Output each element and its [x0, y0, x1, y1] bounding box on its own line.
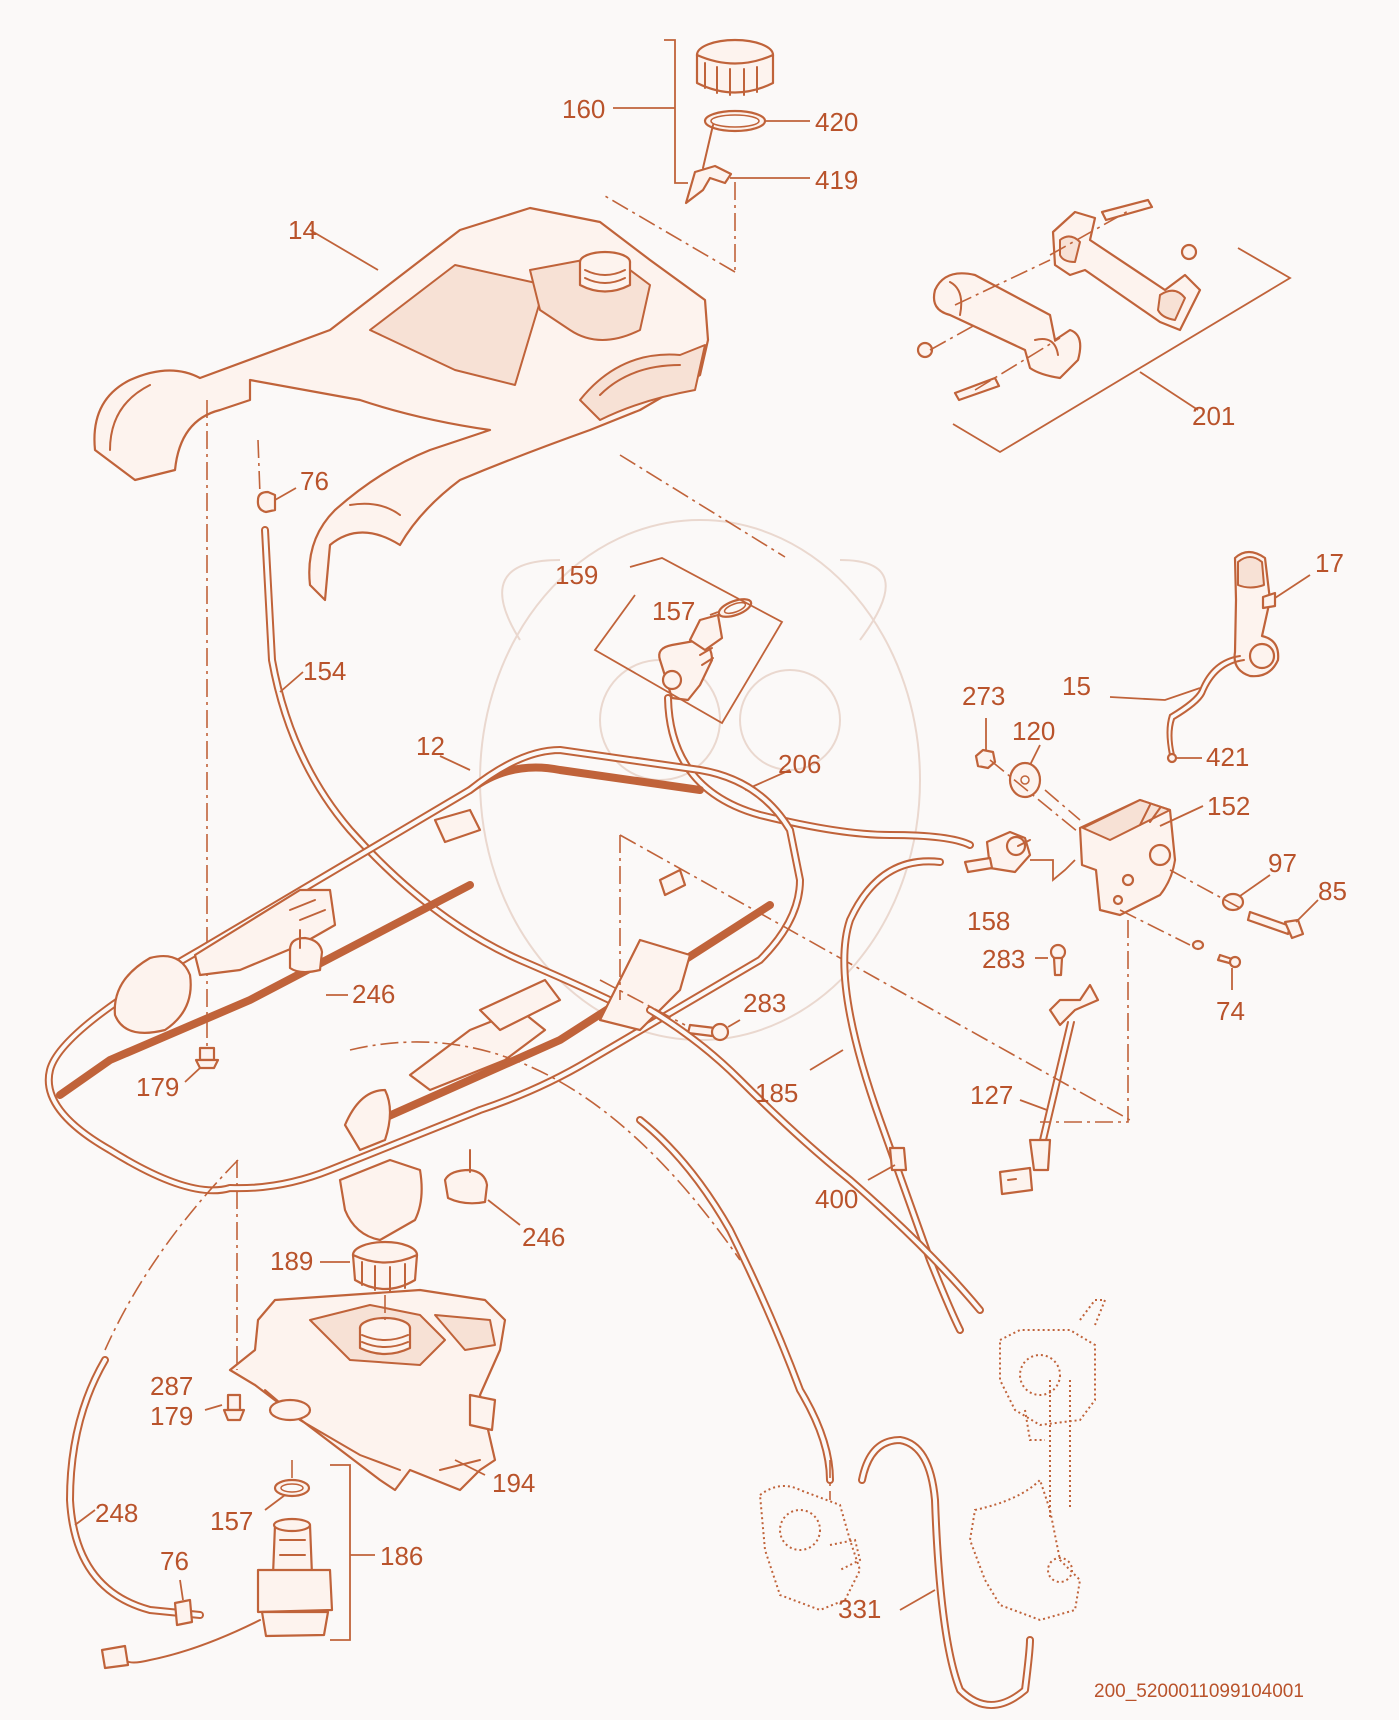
carburetor-reference — [999, 1299, 1107, 1441]
bolt-85 — [1246, 910, 1305, 940]
main-frame-12 — [44, 746, 804, 1242]
nut-273 — [974, 748, 997, 770]
label-421: 421 — [1206, 742, 1249, 772]
label-85: 85 — [1318, 876, 1347, 906]
handle-cover-14 — [93, 206, 710, 602]
label-76-lower: 76 — [160, 1546, 189, 1576]
switch-cable-127 — [998, 983, 1100, 1196]
throttle-lever-17 — [1233, 550, 1280, 678]
label-194: 194 — [492, 1468, 535, 1498]
bolt-179-lower — [222, 1393, 246, 1422]
fuel-valve-159 — [658, 613, 724, 702]
label-15: 15 — [1062, 671, 1091, 701]
fuel-tank-194 — [228, 1288, 507, 1492]
label-331: 331 — [838, 1594, 881, 1624]
tank-cap-189 — [351, 1240, 419, 1292]
label-12: 12 — [416, 731, 445, 761]
label-246-upper: 246 — [352, 979, 395, 1009]
label-74: 74 — [1216, 996, 1245, 1026]
label-157-lower: 157 — [210, 1506, 253, 1536]
drawing-reference-number: 200_5200011099104001 — [1094, 1681, 1304, 1702]
label-419: 419 — [815, 165, 858, 195]
label-17: 17 — [1315, 548, 1344, 578]
label-127: 127 — [970, 1080, 1013, 1110]
screw-283-right — [1049, 943, 1067, 977]
screw-74 — [1216, 953, 1242, 969]
label-273: 273 — [962, 681, 1005, 711]
label-248: 248 — [95, 1498, 138, 1528]
label-120: 120 — [1012, 716, 1055, 746]
o-ring-420 — [703, 109, 767, 133]
label-246-lower: 246 — [522, 1222, 565, 1252]
nut-74a — [1191, 939, 1205, 951]
label-157-top: 157 — [652, 596, 695, 626]
handle-bracket-201 — [916, 198, 1202, 402]
bolt-179-upper — [194, 1046, 220, 1070]
label-152: 152 — [1207, 791, 1250, 821]
label-179-lower: 179 — [150, 1401, 193, 1431]
hose-connector-400 — [888, 1146, 908, 1172]
fuel-hose-154 — [261, 526, 634, 1014]
part-labels: 160 420 419 14 201 76 17 159 157 154 273… — [95, 94, 1347, 1702]
label-201: 201 — [1192, 401, 1235, 431]
label-179-upper: 179 — [136, 1072, 179, 1102]
clamp-246-upper — [288, 929, 324, 974]
label-14: 14 — [288, 215, 317, 245]
washer-120 — [1008, 761, 1042, 799]
label-283-frame: 283 — [743, 988, 786, 1018]
label-159: 159 — [555, 560, 598, 590]
label-154: 154 — [303, 656, 346, 686]
label-206: 206 — [778, 749, 821, 779]
throttle-cable-15 — [1166, 655, 1245, 764]
screw-283-frame — [686, 1022, 730, 1042]
label-158: 158 — [967, 906, 1010, 936]
air-filter-base-reference — [758, 1485, 862, 1612]
shutoff-valve-158 — [963, 830, 1032, 874]
drain-wire — [100, 1619, 261, 1670]
label-400: 400 — [815, 1184, 858, 1214]
hose-clamp-76-top — [256, 490, 277, 514]
label-420: 420 — [815, 107, 858, 137]
fuel-hose-248 — [66, 1356, 204, 1619]
filter-ring-157-lower — [273, 1478, 311, 1498]
control-bracket-152 — [1078, 798, 1177, 917]
fuel-filter-housing-reference — [968, 1380, 1082, 1622]
label-97: 97 — [1268, 848, 1297, 878]
fuel-hose-185 — [840, 857, 964, 1334]
label-185: 185 — [755, 1078, 798, 1108]
label-287: 287 — [150, 1371, 193, 1401]
fuel-hose-331 — [858, 1436, 1034, 1709]
clamp-246-lower — [443, 1149, 489, 1205]
label-186: 186 — [380, 1541, 423, 1571]
fuel-cap-160 — [695, 38, 775, 96]
label-189: 189 — [270, 1246, 313, 1276]
label-76-top: 76 — [300, 466, 329, 496]
hose-clamp-76-lower — [173, 1598, 194, 1627]
label-283-right: 283 — [982, 944, 1025, 974]
washer-97 — [1221, 892, 1245, 912]
filter-ring-157-top — [717, 598, 753, 618]
label-160: 160 — [562, 94, 605, 124]
fuel-valve-186 — [256, 1517, 334, 1638]
strap-419 — [684, 124, 733, 205]
